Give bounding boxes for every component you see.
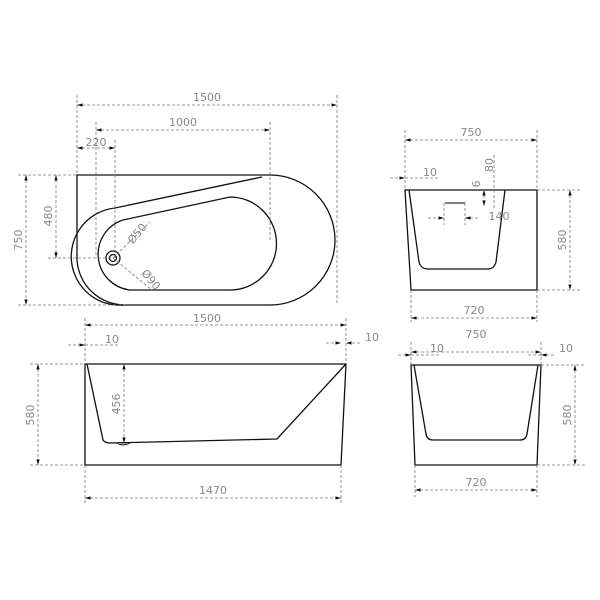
dim-front-wall-offset-left: 10 bbox=[105, 333, 119, 346]
dim-end-height: 580 bbox=[561, 405, 574, 426]
dim-overflow-gap: 6 bbox=[470, 181, 483, 188]
plan-view: 1500 1000 220 750 480 Ø50 Ø90 bbox=[12, 91, 338, 306]
dim-side-top-width: 750 bbox=[461, 126, 482, 139]
dim-plan-width: 750 bbox=[12, 230, 25, 251]
front-drain bbox=[116, 442, 131, 446]
dim-overflow-height: 80 bbox=[483, 158, 496, 172]
side-inner-basin bbox=[408, 189, 506, 270]
front-inner-basin bbox=[86, 363, 347, 444]
end-view: 750 10 10 580 720 bbox=[398, 328, 585, 497]
dim-front-height: 580 bbox=[24, 405, 37, 426]
dim-drain-outer-diameter: Ø90 bbox=[138, 267, 163, 293]
dim-side-height: 580 bbox=[556, 230, 569, 251]
dim-plan-drain-to-end: 1000 bbox=[169, 116, 197, 129]
dim-front-top-length: 1500 bbox=[193, 312, 221, 325]
dim-front-wall-offset-right: 10 bbox=[365, 331, 379, 344]
dim-plan-drain-from-edge: 480 bbox=[42, 206, 55, 227]
dim-front-bottom-length: 1470 bbox=[199, 484, 227, 497]
side-section-view: 750 10 80 6 140 580 720 bbox=[390, 126, 580, 322]
end-outer-outline bbox=[410, 364, 542, 466]
dim-side-bottom-width: 720 bbox=[464, 304, 485, 317]
plan-rim-curve bbox=[70, 176, 263, 306]
dim-side-wall-offset: 10 bbox=[423, 166, 437, 179]
dim-end-wall-offset-left: 10 bbox=[430, 342, 444, 355]
side-outer-outline bbox=[404, 189, 538, 291]
end-inner-basin bbox=[413, 364, 539, 441]
dim-overflow-length: 140 bbox=[489, 210, 510, 223]
dim-end-wall-offset-right: 10 bbox=[559, 342, 573, 355]
dim-plan-drain-offset: 220 bbox=[86, 136, 107, 149]
dim-end-top-width: 750 bbox=[466, 328, 487, 341]
dim-front-inner-depth: 456 bbox=[110, 394, 123, 415]
dim-end-bottom-width: 720 bbox=[466, 476, 487, 489]
plan-outer-outline bbox=[76, 174, 336, 306]
dim-plan-length: 1500 bbox=[193, 91, 221, 104]
front-view: 1500 10 10 580 456 1470 bbox=[24, 312, 379, 505]
plan-inner-basin bbox=[97, 196, 278, 291]
